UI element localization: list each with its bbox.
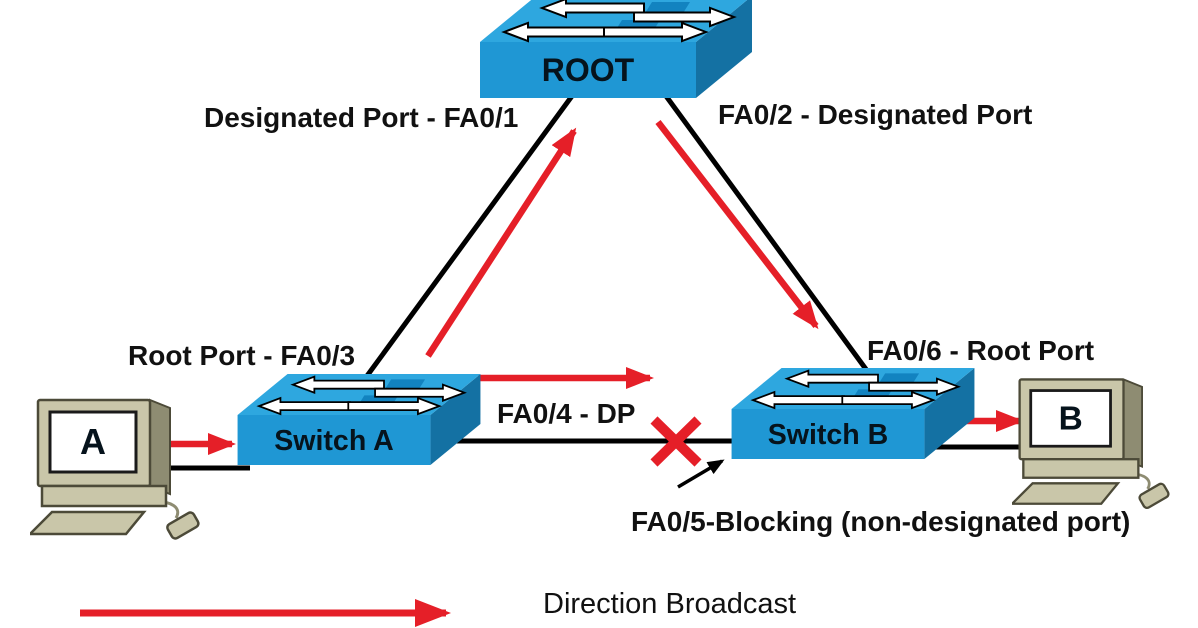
root-switch-icon: ROOT bbox=[479, 0, 753, 99]
label-fa0-4-dp: FA0/4 - DP bbox=[497, 398, 636, 429]
switch-b-icon: Switch B bbox=[730, 367, 976, 460]
link-root-to-switch-a bbox=[361, 94, 575, 382]
host-a-icon: A bbox=[30, 398, 202, 542]
broadcast-arrow-switch-a-to-root bbox=[425, 127, 577, 358]
label-fa0-1-designated-port: Designated Port - FA0/1 bbox=[204, 102, 519, 133]
switch-a-icon: Switch A bbox=[236, 373, 482, 466]
switch-b-label: Switch B bbox=[768, 419, 889, 451]
label-fa0-5-blocking: FA0/5-Blocking (non-designated port) bbox=[631, 506, 1131, 537]
link-root-to-switch-b bbox=[663, 94, 871, 374]
legend-direction-broadcast-label: Direction Broadcast bbox=[543, 588, 797, 620]
fa05-pointer-arrow-icon bbox=[677, 459, 725, 489]
host-b-icon: B bbox=[1012, 378, 1172, 511]
label-fa0-2-designated-port: FA0/2 - Designated Port bbox=[718, 99, 1033, 130]
broadcast-arrow-root-to-switch-b bbox=[655, 120, 819, 330]
root-switch-label: ROOT bbox=[542, 52, 635, 88]
blocked-x-icon bbox=[650, 416, 702, 467]
computer-shape bbox=[1012, 378, 1172, 511]
label-fa0-3-root-port: Root Port - FA0/3 bbox=[128, 340, 356, 371]
label-fa0-6-root-port: FA0/6 - Root Port bbox=[867, 335, 1095, 366]
switch-a-label: Switch A bbox=[274, 425, 394, 457]
computer-shape bbox=[30, 398, 202, 542]
host-b-label: B bbox=[1059, 401, 1083, 438]
host-a-label: A bbox=[80, 421, 106, 462]
